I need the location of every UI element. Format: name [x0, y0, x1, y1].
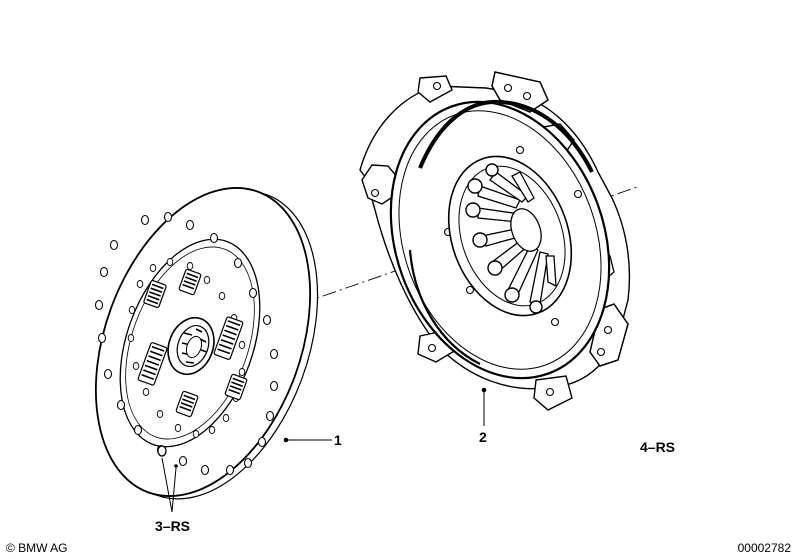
clutch-disc	[94, 187, 319, 500]
leader-lines	[161, 387, 487, 513]
disc-hub	[167, 316, 215, 376]
diagram-number: 00002782	[737, 541, 791, 555]
callout-part-4-rs: 4–RS	[640, 439, 676, 455]
disc-rivet-detail	[157, 445, 178, 468]
disc-damper-springs	[137, 268, 248, 418]
pressure-plate	[359, 71, 631, 411]
copyright-text: © BMW AG	[6, 541, 68, 555]
callout-part-2: 2	[479, 429, 487, 445]
callout-part-3-rs: 3–RS	[155, 518, 191, 534]
callout-part-1: 1	[334, 432, 342, 448]
